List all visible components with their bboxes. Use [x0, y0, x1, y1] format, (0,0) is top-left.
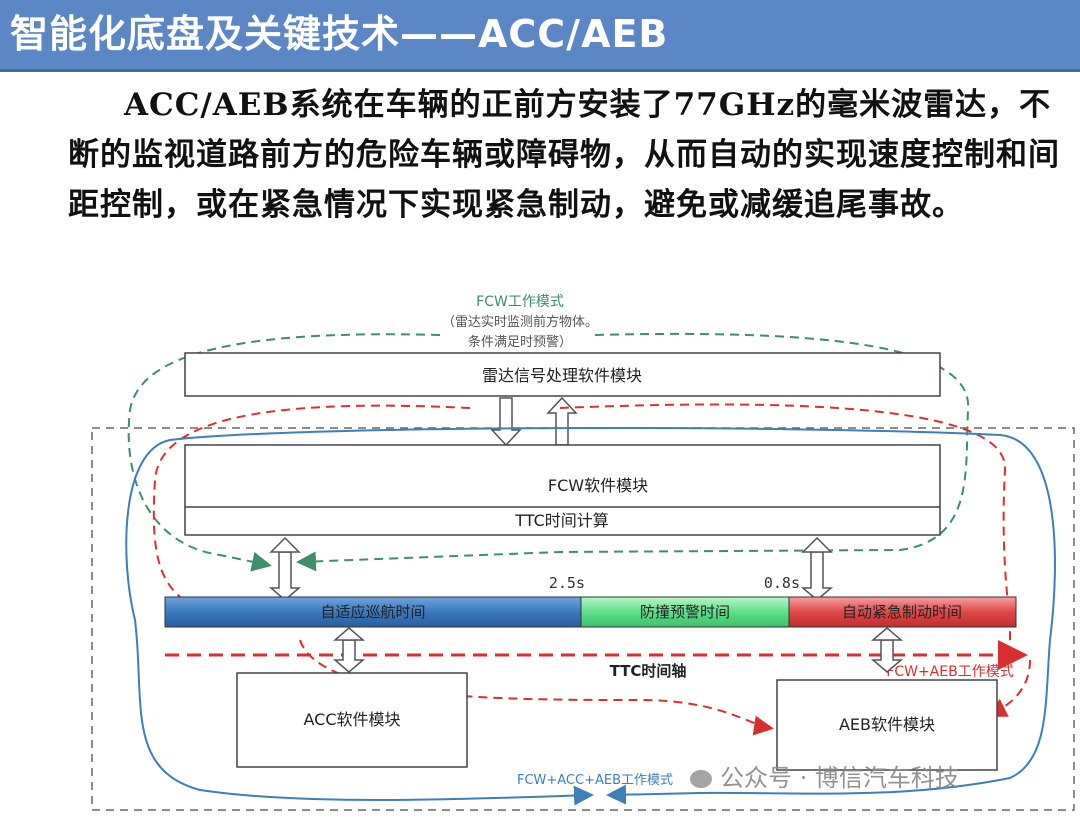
acc-module-box	[236, 672, 468, 768]
ttc-axis-label: TTC时间轴	[610, 662, 687, 680]
radar-fcw-up-arrow	[546, 396, 578, 446]
fcw-mode-loop	[296, 332, 970, 572]
fcw-mode-loop-left	[127, 333, 441, 572]
fcw-mode-line2: 条件满足时预警）	[468, 334, 572, 350]
watermark: 公众号 · 博信汽车科技	[690, 758, 959, 793]
aeb-mode-loop	[559, 403, 1011, 650]
aeb-mode-loop-left	[152, 404, 471, 611]
axis-segment-warning	[580, 596, 790, 628]
fcw-mode-line1: （雷达实时监测前方物体。	[442, 314, 598, 330]
aeb-module-label: AEB软件模块	[839, 715, 935, 734]
page-title: 智能化底盘及关键技术——ACC/AEB	[10, 12, 669, 56]
acc-mode-loop	[606, 434, 1056, 805]
axis-label-aeb: 自动紧急制动时间	[842, 603, 962, 621]
acc-mode-loop-left	[125, 427, 1001, 806]
ttc-calc-label: TTC时间计算	[514, 511, 609, 530]
fcw-axis-arrow-right	[800, 536, 834, 601]
time-0-8s: 0.8s	[764, 574, 800, 592]
radar-fcw-down-arrow	[490, 397, 522, 447]
watermark-text: 公众号 · 博信汽车科技	[720, 764, 959, 792]
axis-aeb-arrow	[870, 627, 904, 673]
fcw-module-label: FCW软件模块	[548, 476, 648, 495]
fcw-aeb-mode-label: FCW+AEB工作模式	[886, 664, 1013, 680]
axis-segment-aeb	[788, 596, 1017, 628]
axis-acc-arrow	[332, 627, 366, 673]
axis-label-warning: 防撞预警时间	[640, 603, 730, 621]
fcw-mode-title: FCW工作模式	[476, 294, 564, 310]
acc-module-label: ACC软件模块	[303, 710, 400, 729]
axis-segment-acc	[164, 596, 582, 628]
title-bar: 智能化底盘及关键技术——ACC/AEB	[0, 0, 1080, 72]
radar-module-label: 雷达信号处理软件模块	[482, 366, 642, 385]
radar-module-box	[184, 352, 941, 397]
fcw-module-box	[184, 444, 941, 536]
aeb-module-box	[776, 679, 998, 771]
time-2-5s: 2.5s	[549, 574, 585, 592]
wechat-icon	[690, 770, 712, 788]
body-paragraph: ACC/AEB系统在车辆的正前方安装了77GHz的毫米波雷达，不断的监视道路前方…	[68, 87, 1060, 223]
fcw-axis-arrow-left	[268, 536, 302, 601]
axis-label-acc: 自适应巡航时间	[320, 603, 425, 621]
fcw-acc-aeb-mode-label: FCW+ACC+AEB工作模式	[517, 773, 673, 788]
aeb-path-to-module	[299, 639, 774, 736]
